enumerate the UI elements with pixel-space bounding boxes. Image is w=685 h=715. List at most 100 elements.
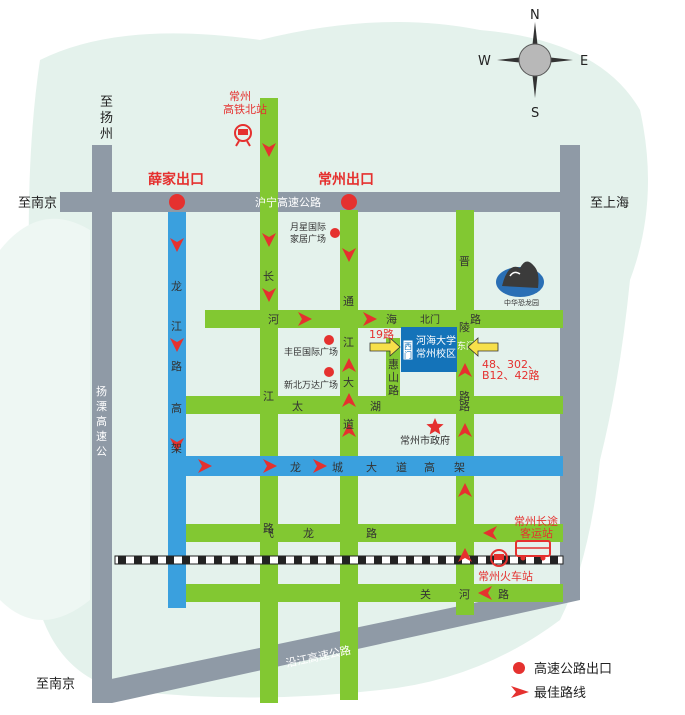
xuejia-exit-label: 薛家出口 bbox=[148, 171, 204, 188]
longcheng-label-char: 大 bbox=[366, 460, 377, 474]
fengchen-dot bbox=[324, 335, 334, 345]
taihu-label-char: 太 bbox=[292, 400, 303, 413]
railway-tick bbox=[550, 556, 558, 564]
train-station-icon bbox=[490, 549, 508, 567]
huishan-road bbox=[386, 338, 400, 398]
taihu-label-char: 湖 bbox=[370, 400, 381, 413]
railway-tick bbox=[182, 556, 190, 564]
railway-tick bbox=[230, 556, 238, 564]
longjiang-label-char: 江 bbox=[171, 320, 182, 333]
guanhe-label-char: 关 bbox=[420, 587, 431, 601]
bus-east-label-1: 48、302、 bbox=[482, 358, 539, 371]
railway-tick bbox=[342, 556, 350, 564]
dest-nanjing-top: 至南京 bbox=[18, 195, 57, 211]
railway bbox=[114, 555, 564, 565]
fengchen-label: 丰臣国际广场 bbox=[284, 346, 338, 358]
railway-tick bbox=[150, 556, 158, 564]
longcheng-label-char: 高 bbox=[424, 460, 435, 474]
feilong-label-char: 路 bbox=[366, 527, 377, 540]
railway-tick bbox=[214, 556, 222, 564]
longcheng-label-char: 架 bbox=[454, 461, 465, 474]
yuexing-label-2: 家居广场 bbox=[290, 233, 326, 245]
longcheng-label-char: 龙 bbox=[290, 461, 301, 474]
railway-station-icon bbox=[234, 124, 252, 147]
route-arrow bbox=[313, 459, 327, 473]
haihu-road bbox=[205, 310, 563, 328]
yangli-label-char: 速 bbox=[96, 430, 107, 443]
railway-tick bbox=[166, 556, 174, 564]
railway-tick bbox=[278, 556, 286, 564]
guanhe-label-char: 路 bbox=[498, 588, 509, 601]
gov-star-icon bbox=[426, 418, 444, 435]
railway-tick bbox=[326, 556, 334, 564]
hsr-label-2: 高铁北站 bbox=[223, 102, 267, 116]
compass-rose bbox=[497, 22, 573, 98]
campus-label-1: 河海大学 bbox=[416, 334, 456, 347]
route-arrow bbox=[342, 423, 356, 437]
yuexing-dot bbox=[330, 228, 340, 238]
bus-east-arrow bbox=[467, 337, 499, 357]
compass-south: S bbox=[531, 106, 539, 121]
yangli-expressway bbox=[92, 145, 112, 703]
railway-tick bbox=[198, 556, 206, 564]
route-arrow bbox=[170, 438, 184, 452]
route-arrow bbox=[458, 548, 472, 562]
route-arrow bbox=[262, 233, 276, 247]
bus-station-label-2: 客运站 bbox=[520, 526, 553, 540]
longcheng-label-char: 道 bbox=[396, 460, 407, 474]
yangli-label-char: 扬 bbox=[96, 384, 107, 398]
huishan-label-char: 惠 bbox=[388, 357, 399, 371]
changjiang-label-char: 江 bbox=[263, 390, 274, 403]
railway-tick bbox=[534, 556, 542, 564]
east-expressway bbox=[560, 145, 580, 600]
changjiang-label-char: 长 bbox=[263, 270, 274, 283]
compass-east: E bbox=[580, 54, 588, 69]
railway-tick bbox=[246, 556, 254, 564]
route-arrow bbox=[298, 312, 312, 326]
railway-tick bbox=[294, 556, 302, 564]
wanda-label: 新北万达广场 bbox=[284, 379, 338, 391]
haihu-label-char: 河 bbox=[268, 313, 279, 326]
huishan-label-char: 路 bbox=[388, 384, 399, 397]
route-arrow bbox=[342, 358, 356, 372]
route-arrow bbox=[262, 288, 276, 302]
route-arrow bbox=[458, 483, 472, 497]
compass-west: W bbox=[478, 54, 491, 69]
jinling-label-char: 陵 bbox=[459, 321, 470, 334]
railway-tick bbox=[134, 556, 142, 564]
taihu-label-char: 路 bbox=[459, 400, 470, 413]
feilong-road bbox=[185, 524, 563, 542]
train-station-label: 常州火车站 bbox=[478, 569, 533, 583]
legend-route-arrow bbox=[511, 686, 529, 698]
yangzhou-dest-char: 至 bbox=[100, 95, 113, 110]
route-arrow bbox=[478, 586, 492, 600]
longjiang-label-char: 高 bbox=[171, 401, 182, 415]
tongjiang-label-char: 江 bbox=[343, 336, 354, 349]
route-arrow bbox=[170, 238, 184, 252]
legend-route-label: 最佳路线 bbox=[534, 685, 586, 701]
hsr-label-1: 常州 bbox=[229, 90, 251, 103]
changzhou-exit-label: 常州出口 bbox=[318, 171, 374, 188]
west-gate-box bbox=[402, 339, 414, 361]
changjiang-label-char: 路 bbox=[263, 522, 274, 535]
campus-label-2: 常州校区 bbox=[416, 347, 456, 360]
changzhou-exit-dot bbox=[341, 194, 357, 210]
tongjiang-label-char: 道 bbox=[343, 417, 354, 431]
yangzhou-dest-char: 扬 bbox=[100, 111, 113, 126]
guanhe-road bbox=[185, 584, 563, 602]
railway-tick bbox=[406, 556, 414, 564]
guanhe-label-char: 河 bbox=[459, 588, 470, 601]
yangli-label-char: 公 bbox=[96, 445, 107, 458]
route-arrow bbox=[262, 143, 276, 157]
route-arrow bbox=[342, 248, 356, 262]
bus-19-arrow bbox=[369, 337, 401, 357]
north-gate-label: 北门 bbox=[420, 313, 440, 326]
railway-tick bbox=[422, 556, 430, 564]
yangli-label-char: 溧 bbox=[96, 399, 107, 413]
tongjiang-label-char: 大 bbox=[343, 375, 354, 389]
huning-label: 沪宁高速公路 bbox=[255, 195, 321, 209]
bus-19-label: 19路 bbox=[369, 328, 394, 341]
dest-shanghai: 至上海 bbox=[590, 196, 629, 211]
railway-tick bbox=[486, 556, 494, 564]
bus-station-label-1: 常州长途 bbox=[514, 514, 558, 528]
